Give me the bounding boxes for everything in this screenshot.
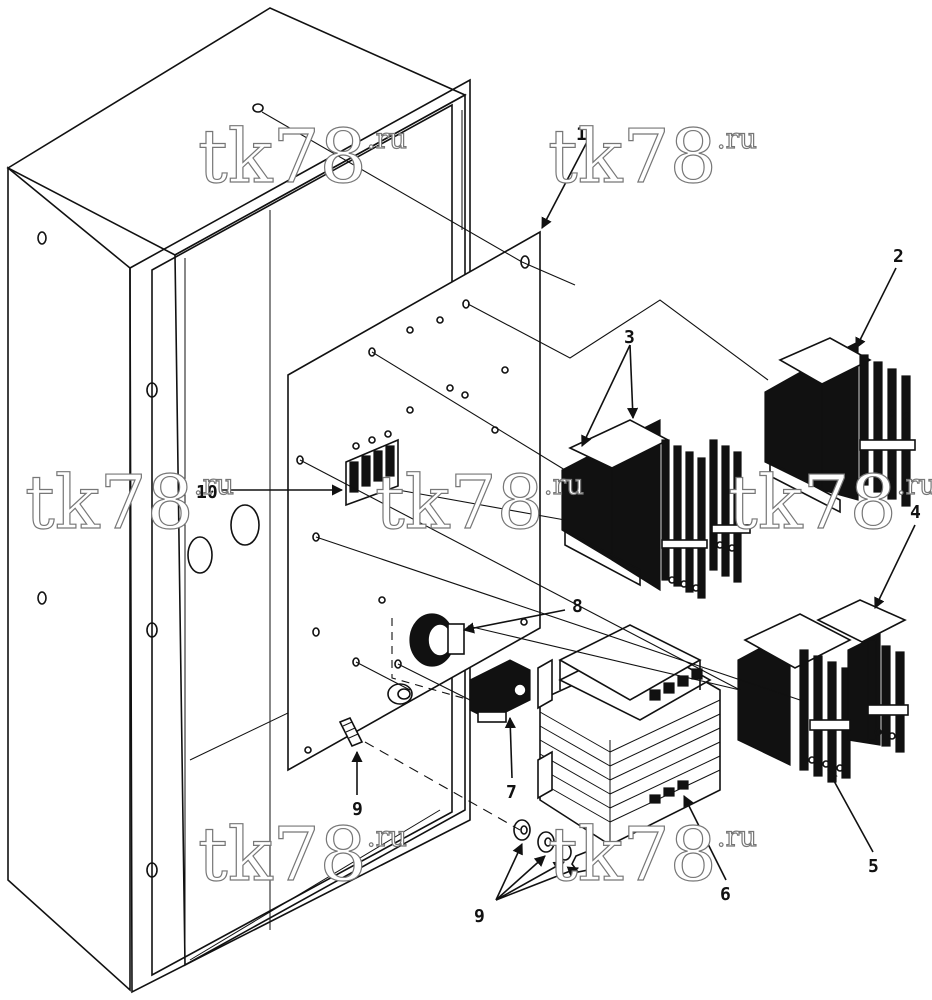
grommet (387, 683, 413, 705)
watermark-suffix: .ru (897, 468, 932, 501)
svg-text:tk78.ru: tk78.ru (548, 812, 757, 898)
watermark-text: tk78 (198, 812, 367, 898)
contactor-2 (764, 337, 916, 514)
watermark-suffix: .ru (544, 468, 584, 501)
contactor-pair-3 (561, 419, 751, 599)
watermark-suffix: .ru (717, 820, 757, 853)
svg-text:tk78.ru: tk78.ru (728, 460, 932, 546)
callout-3: 3 (624, 327, 635, 348)
callout-9-stud: 9 (352, 799, 363, 820)
callout-9-hardware: 9 (474, 906, 485, 927)
callout-5: 5 (868, 856, 879, 877)
callout-labels: 1 2 3 4 5 6 7 8 9 9 10 (196, 124, 921, 927)
callout-8: 8 (572, 596, 583, 617)
watermark-text: tk78 (548, 114, 717, 200)
watermark-text: tk78 (198, 114, 367, 200)
watermark-suffix: .ru (717, 122, 757, 155)
svg-text:tk78.ru: tk78.ru (548, 114, 757, 200)
watermarks: tk78.ru tk78.ru tk78.ru tk78.ru tk78.ru … (24, 113, 932, 898)
watermark-text: tk78 (375, 460, 544, 546)
stud-9 (338, 716, 364, 748)
watermark-text: tk78 (25, 460, 194, 546)
circuit-breaker-7 (469, 659, 531, 723)
callout-arrows (222, 139, 916, 901)
terminal-block (345, 430, 399, 507)
svg-text:tk78.ru: tk78.ru (198, 812, 407, 898)
transformer-6 (537, 624, 721, 846)
callout-2: 2 (893, 246, 904, 267)
watermark-text: tk78 (548, 812, 717, 898)
overload-relay-4-5 (737, 599, 909, 783)
svg-text:tk78.ru: tk78.ru (25, 460, 234, 546)
watermark-text: tk78 (728, 460, 897, 546)
back-panel (287, 230, 541, 772)
assembly-leader-lines (261, 111, 801, 831)
svg-text:tk78.ru: tk78.ru (198, 114, 407, 200)
watermark-suffix: .ru (367, 122, 407, 155)
watermark-suffix: .ru (367, 820, 407, 853)
callout-7: 7 (506, 782, 517, 803)
fuse-holder-8 (409, 613, 465, 667)
svg-text:tk78.ru: tk78.ru (375, 460, 584, 546)
callout-6: 6 (720, 884, 731, 905)
callout-10: 10 (196, 482, 218, 503)
watermark-suffix: .ru (194, 468, 234, 501)
callout-4: 4 (910, 502, 921, 523)
callout-1: 1 (576, 124, 587, 145)
